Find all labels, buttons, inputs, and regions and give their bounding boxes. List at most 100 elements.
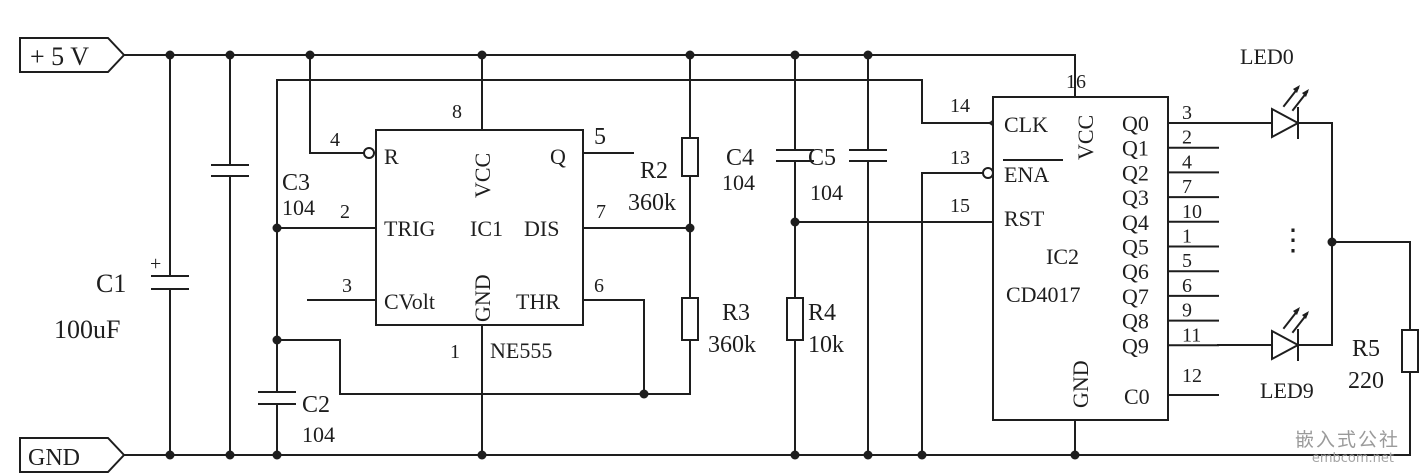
ic2-pin-number-clk: 14 [950,95,970,117]
ic2-output-pin-number-q4: 10 [1182,201,1202,223]
vcc-terminal-label: + 5 V [30,42,89,71]
ic2-output-label-q9: Q9 [1122,333,1149,358]
c2-value: 104 [302,422,335,447]
ic2-output-label-q7: Q7 [1122,284,1149,309]
ic2-output-pin-number-q1: 2 [1182,127,1192,149]
ic2-output-pin-number-q6: 5 [1182,250,1192,272]
ic2-output-label-q8: Q8 [1122,309,1149,334]
r3-value: 360k [708,332,756,358]
ic2-pin-gnd: GND [1068,360,1093,408]
ic2-pin-co: C0 [1124,384,1150,409]
ic1-vcc-net [477,50,487,131]
resistor-r4: R4 10k [786,297,844,456]
c4-value: 104 [722,170,755,195]
ic2-output-label-q3: Q3 [1122,185,1149,210]
ic1-pin-number-thr: 6 [594,275,604,297]
gnd-terminal: GND [19,437,126,473]
reset-net [305,50,375,159]
ic2-pin-number-ena: 13 [950,147,970,169]
c1-polarity: + [150,253,161,275]
c4-ref: C4 [726,145,754,171]
ic1-pin-vcc: VCC [470,153,495,198]
ic2-output-label-q1: Q1 [1122,136,1149,161]
ic2-pin-ena: ENA [1004,162,1049,187]
ic1-ref: IC1 [470,216,503,241]
ic1-pin-number-cvolt: 3 [342,275,352,297]
ic2-pin-stubs [1074,394,1219,456]
ic2-output-pin-number-q2: 4 [1182,151,1192,173]
ic2-output-pin-number-q9: 11 [1182,324,1201,346]
capacitor-c5: C5 104 [808,50,887,456]
vcc-rail [123,54,1076,98]
ic1-pin-q: Q [550,144,566,169]
ic1-pin-number-q: 5 [594,124,606,150]
ic2-output-label-q0: Q0 [1122,111,1149,136]
ic1-pin-number-r: 4 [330,129,340,151]
c2-ref: C2 [302,392,330,418]
ic2-pin-number-rst: 15 [950,195,970,217]
watermark-cn: 嵌入式公社 [1294,429,1400,451]
r4-ref: R4 [808,300,836,326]
r2-value: 360k [628,190,676,216]
ic2-cd4017: CLK ENA RST VCC IC2 CD4017 GND C0 16 14 … [950,71,1219,421]
ic2-output-pin-number-q0: 3 [1182,102,1192,124]
ic2-pin-number-co: 12 [1182,365,1202,387]
ic2-output-label-q4: Q4 [1122,210,1149,235]
ic1-pin-number-trig: 2 [340,201,350,223]
ic1-pin-cvolt: CVolt [384,289,435,314]
ic1-part: NE555 [490,338,552,363]
ic1-pin-dis: DIS [524,216,559,241]
watermark: 嵌入式公社 embcom.net [1254,423,1404,471]
ic2-ref: IC2 [1046,244,1079,269]
ic1-pin-number-dis: 7 [596,201,606,223]
ic1-pin-number-vcc: 8 [452,101,462,123]
capacitor-c1: + C1 100uF [54,54,189,456]
led0: LED0 [1217,44,1333,139]
ic1-pin-stubs [307,152,691,456]
r2-ref: R2 [640,158,668,184]
vcc-terminal: + 5 V [19,37,126,73]
ena-net [921,167,994,456]
ic1-ne555: R Q TRIG IC1 DIS CVolt THR VCC GND 4 8 5… [330,101,606,363]
led0-label: LED0 [1240,44,1294,69]
capacitor-c4: C4 104 [722,50,814,299]
ic2-output-pin-number-q5: 1 [1182,226,1192,248]
capacitor-c3: C3 104 [282,170,315,220]
r5-ref: R5 [1352,336,1380,362]
c1-value: 100uF [54,315,120,344]
ic2-output-label-q2: Q2 [1122,160,1149,185]
ic2-part: CD4017 [1006,282,1081,307]
led9-label: LED9 [1260,378,1314,403]
c1-ref: C1 [96,269,126,298]
ic2-output-pin-number-q3: 7 [1182,176,1192,198]
c5-value: 104 [810,180,843,205]
ic2-output-label-q6: Q6 [1122,259,1149,284]
r5-value: 220 [1348,368,1384,394]
ic1-pin-gnd: GND [470,274,495,322]
resistor-r3: R3 360k [639,297,756,399]
trig-net [272,223,645,395]
capacitor-decoupling [211,54,249,456]
gnd-rail [123,371,1411,456]
resistor-r5: R5 220 [1327,122,1419,394]
led9: LED9 [1217,307,1333,403]
r4-value: 10k [808,332,844,358]
watermark-en: embcom.net [1311,451,1394,466]
ic2-pin-number-vcc: 16 [1066,71,1086,93]
gnd-junctions [165,50,1080,460]
led-ellipsis: ⋮ [1278,224,1308,257]
ic1-pin-thr: THR [516,289,560,314]
ic1-pin-number-gnd: 1 [450,341,460,363]
c5-ref: C5 [808,145,836,171]
r3-ref: R3 [722,300,750,326]
ic1-pin-r: R [384,144,399,169]
capacitor-c2: C2 104 [258,391,335,456]
gnd-terminal-label: GND [28,445,80,471]
ic1-pin-trig: TRIG [384,216,435,241]
ic2-output-pin-number-q8: 9 [1182,300,1192,322]
c3-ref: C3 [282,170,310,196]
resistor-r2: R2 360k [628,50,699,299]
ic2-pin-clk: CLK [1004,112,1048,137]
